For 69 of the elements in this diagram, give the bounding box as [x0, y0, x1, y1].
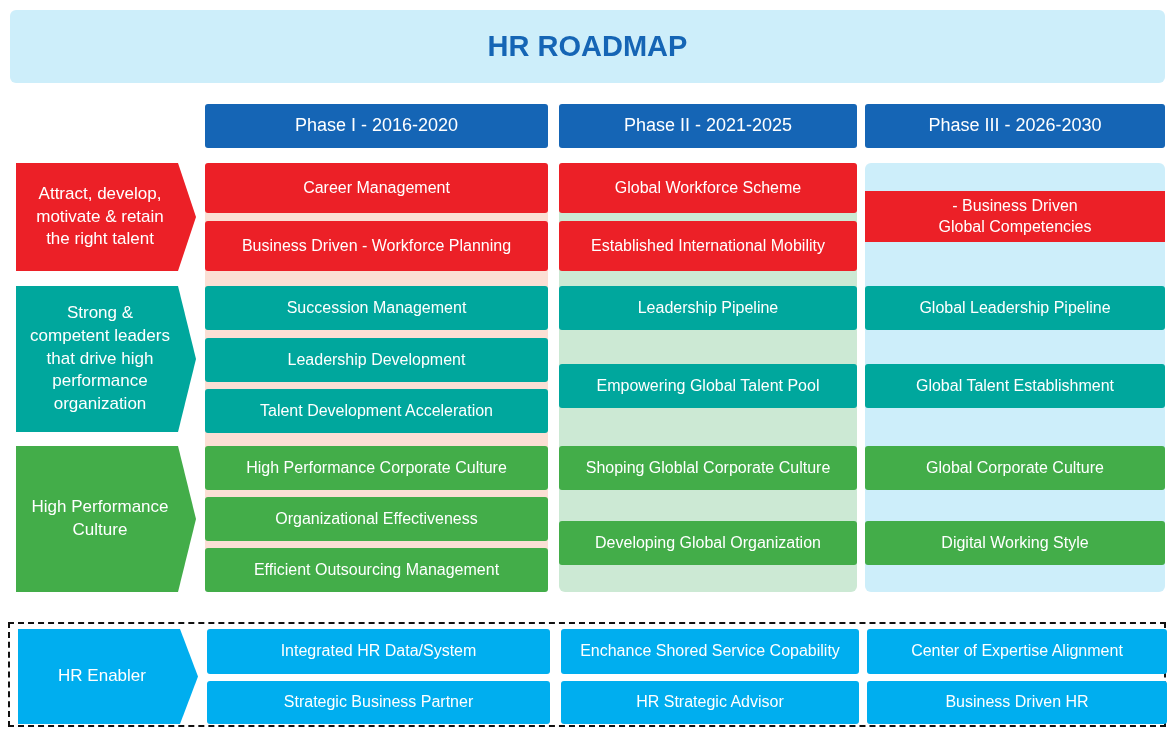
initiative-text: Strategic Business Partner	[283, 692, 474, 713]
initiative-box	[561, 629, 859, 674]
initiative-box	[865, 364, 1165, 408]
phase-label: Phase III - 2026-2030	[928, 114, 1102, 138]
row-chevron	[18, 629, 198, 724]
phase-panel	[205, 163, 548, 592]
initiative-text: Leadership Pipeline	[637, 297, 779, 318]
initiative-box	[865, 191, 1165, 242]
initiative-text: Shoping Globlal Corporate Culture	[585, 457, 831, 478]
initiative-box	[865, 286, 1165, 330]
initiative-box	[205, 338, 548, 382]
initiative-text: Organizational Effectiveness	[275, 508, 478, 529]
row-goal-text: Attract, develop, motivate & retain the right talent	[35, 182, 165, 251]
phase-header	[559, 104, 857, 148]
phase-panel	[865, 163, 1165, 592]
dashed-frame	[8, 622, 1166, 727]
initiative-text: Global Workforce Scheme	[614, 177, 802, 198]
initiative-box	[205, 286, 548, 330]
title-banner: HR ROADMAP	[10, 10, 1165, 83]
initiative-box	[207, 629, 550, 674]
initiative-text: Global Leadership Pipeline	[919, 297, 1111, 318]
initiative-text: High Performance Corporate Culture	[246, 457, 507, 478]
phase-label: Phase II - 2021-2025	[623, 114, 793, 138]
initiative-text: Efficient Outsourcing Management	[253, 559, 500, 580]
initiative-box	[865, 446, 1165, 490]
initiative-text: Enchance Shored Service Copability	[580, 641, 840, 662]
initiative-box	[205, 389, 548, 433]
initiative-box	[865, 521, 1165, 565]
initiative-text: Digital Working Style	[941, 532, 1089, 553]
initiative-box	[205, 163, 548, 213]
initiative-text: Established International Mobility	[591, 235, 825, 256]
phase-header	[205, 104, 548, 148]
initiative-text: Developing Global Organization	[595, 532, 821, 553]
initiative-text: Integrated HR Data/System	[280, 641, 477, 662]
initiative-text: Center of Expertise Alignment	[911, 641, 1123, 662]
initiative-box	[559, 364, 857, 408]
initiative-box	[205, 221, 548, 271]
initiative-text: Succession Management	[286, 297, 467, 318]
initiative-box	[559, 286, 857, 330]
initiative-text: - Business Driven Global Competencies	[937, 195, 1093, 237]
initiative-box	[205, 548, 548, 592]
initiative-text: Talent Development Acceleration	[260, 400, 493, 421]
row-goal-text: Strong & competent leaders that drive high performance organization	[29, 301, 171, 416]
initiative-box	[205, 497, 548, 541]
initiative-text: Business Driven HR	[945, 692, 1089, 713]
initiative-box	[561, 681, 859, 724]
row-goal-text: High Performance Culture	[30, 496, 170, 541]
phase-panel	[559, 163, 857, 592]
initiative-text: Leadership Development	[287, 349, 466, 370]
initiative-text: Business Driven - Workforce Planning	[241, 235, 512, 256]
initiative-text: Global Corporate Culture	[926, 457, 1104, 478]
initiative-text: Career Management	[303, 177, 450, 198]
initiative-box	[867, 681, 1167, 724]
phase-header	[865, 104, 1165, 148]
row-chevron	[16, 286, 196, 432]
row-chevron	[16, 163, 196, 271]
initiative-box	[559, 221, 857, 271]
initiative-box	[205, 446, 548, 490]
initiative-box	[207, 681, 550, 724]
row-chevron	[16, 446, 196, 592]
initiative-box	[559, 446, 857, 490]
initiative-text: Empowering Global Talent Pool	[596, 375, 820, 396]
initiative-text: HR Strategic Advisor	[636, 692, 784, 713]
initiative-box	[867, 629, 1167, 674]
row-goal-text: HR Enabler	[58, 665, 146, 688]
initiative-box	[559, 163, 857, 213]
initiative-text: Global Talent Establishment	[915, 375, 1114, 396]
phase-label: Phase I - 2016-2020	[294, 114, 459, 138]
initiative-box	[559, 521, 857, 565]
